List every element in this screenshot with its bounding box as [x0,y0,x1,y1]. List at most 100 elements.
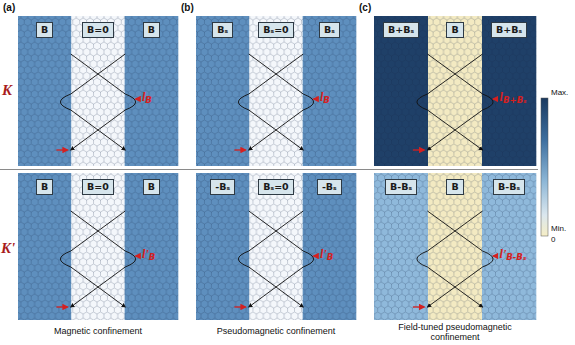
skipping-orbit [238,211,303,307]
honeycomb-lattice [196,16,250,166]
field-stripe [374,173,428,320]
skipping-orbit [249,54,314,150]
color-bar [541,98,548,236]
panel-letter: (b) [181,2,194,14]
panel-caption: Field-tuned pseudomagnetic confinement [384,322,526,342]
field-label-box: Bₛ=0 [258,22,293,38]
field-label-box: B=0 [82,22,114,38]
field-label: B [148,181,155,193]
length-label: l'B [142,248,155,263]
panel-caption: Magnetic confinement [18,326,178,336]
field-label-box: B+Bₛ [491,22,527,38]
length-arrow [413,149,424,150]
honeycomb-lattice [482,16,536,166]
length-arrow [234,149,245,150]
skipping-orbit [71,211,136,307]
length-arrow [314,255,319,256]
field-stripe [303,173,357,320]
field-label-box: B [143,179,160,195]
field-stripe [18,16,72,166]
field-label-box: -Bₛ [317,179,342,195]
field-label: -Bₛ [322,181,337,193]
honeycomb-lattice [71,173,125,320]
field-label-box: B [36,22,53,38]
field-label: B [41,24,48,36]
skipping-orbit [417,211,483,307]
field-label-box: B+Bₛ [383,22,419,38]
field-label: B=0 [87,24,109,36]
panel-letter: (c) [359,2,371,14]
honeycomb-lattice [125,16,179,166]
field-label-box: B-Bₛ [493,179,525,195]
honeycomb-lattice [482,173,536,320]
field-label: B [148,24,155,36]
skipping-orbit [417,54,483,150]
skipping-orbit [238,54,303,150]
field-stripe [374,16,428,166]
honeycomb-lattice [196,173,250,320]
length-arrow [56,306,67,307]
colorbar-label: Max. [551,88,568,97]
honeycomb-lattice [18,16,72,166]
length-label: lB [142,91,152,106]
valley-label: K' [1,240,15,257]
length-arrow [136,255,141,256]
field-label-box: B [446,22,463,38]
field-label: B+Bₛ [388,24,414,36]
field-label: B [41,181,48,193]
length-arrow [493,98,498,99]
skipping-orbit [60,211,125,307]
length-label: lB+Bₛ [500,91,527,106]
field-stripe [125,173,179,320]
skipping-orbit [249,211,314,307]
field-label: B-Bₛ [498,181,520,193]
skipping-orbit [427,211,493,307]
field-stripe [249,173,303,320]
field-stripe [482,173,536,320]
field-label-box: Bₛ [319,22,340,38]
field-label-box: B [143,22,160,38]
field-stripe [482,16,536,166]
field-stripe [428,173,482,320]
length-arrow [136,98,141,99]
length-label: lB [320,91,330,106]
length-arrow [413,306,424,307]
field-label-box: B [36,179,53,195]
valley-label: K [2,82,12,99]
skipping-orbit [71,54,136,150]
field-label: B [451,24,458,36]
field-label: B [451,181,458,193]
field-stripe [196,16,250,166]
length-arrow [314,98,319,99]
field-label: B+Bₛ [496,24,522,36]
field-stripe [125,16,179,166]
length-arrow [234,306,245,307]
honeycomb-lattice [249,173,303,320]
field-label: Bₛ=0 [263,24,288,36]
row-separator [0,169,538,170]
field-label-box: B=0 [82,179,114,195]
colorbar-label: Min. [551,224,566,233]
field-label-box: B-Bₛ [385,179,417,195]
colorbar-label: 0 [551,235,555,244]
field-stripe [71,173,125,320]
field-label: Bₛ=0 [263,181,288,193]
honeycomb-lattice [125,173,179,320]
field-stripe [18,173,72,320]
length-label: l'B-Bₛ [500,248,527,263]
skipping-orbit [427,54,493,150]
length-label: l'B [320,248,333,263]
field-label: Bₛ [217,24,228,36]
field-label: B=0 [87,181,109,193]
honeycomb-lattice [374,16,428,166]
field-label: Bₛ [324,24,335,36]
field-label-box: Bₛ=0 [258,179,293,195]
honeycomb-lattice [18,173,72,320]
field-label: B-Bₛ [390,181,412,193]
field-label-box: Bₛ [212,22,233,38]
field-label-box: -Bₛ [210,179,235,195]
field-stripe [303,16,357,166]
